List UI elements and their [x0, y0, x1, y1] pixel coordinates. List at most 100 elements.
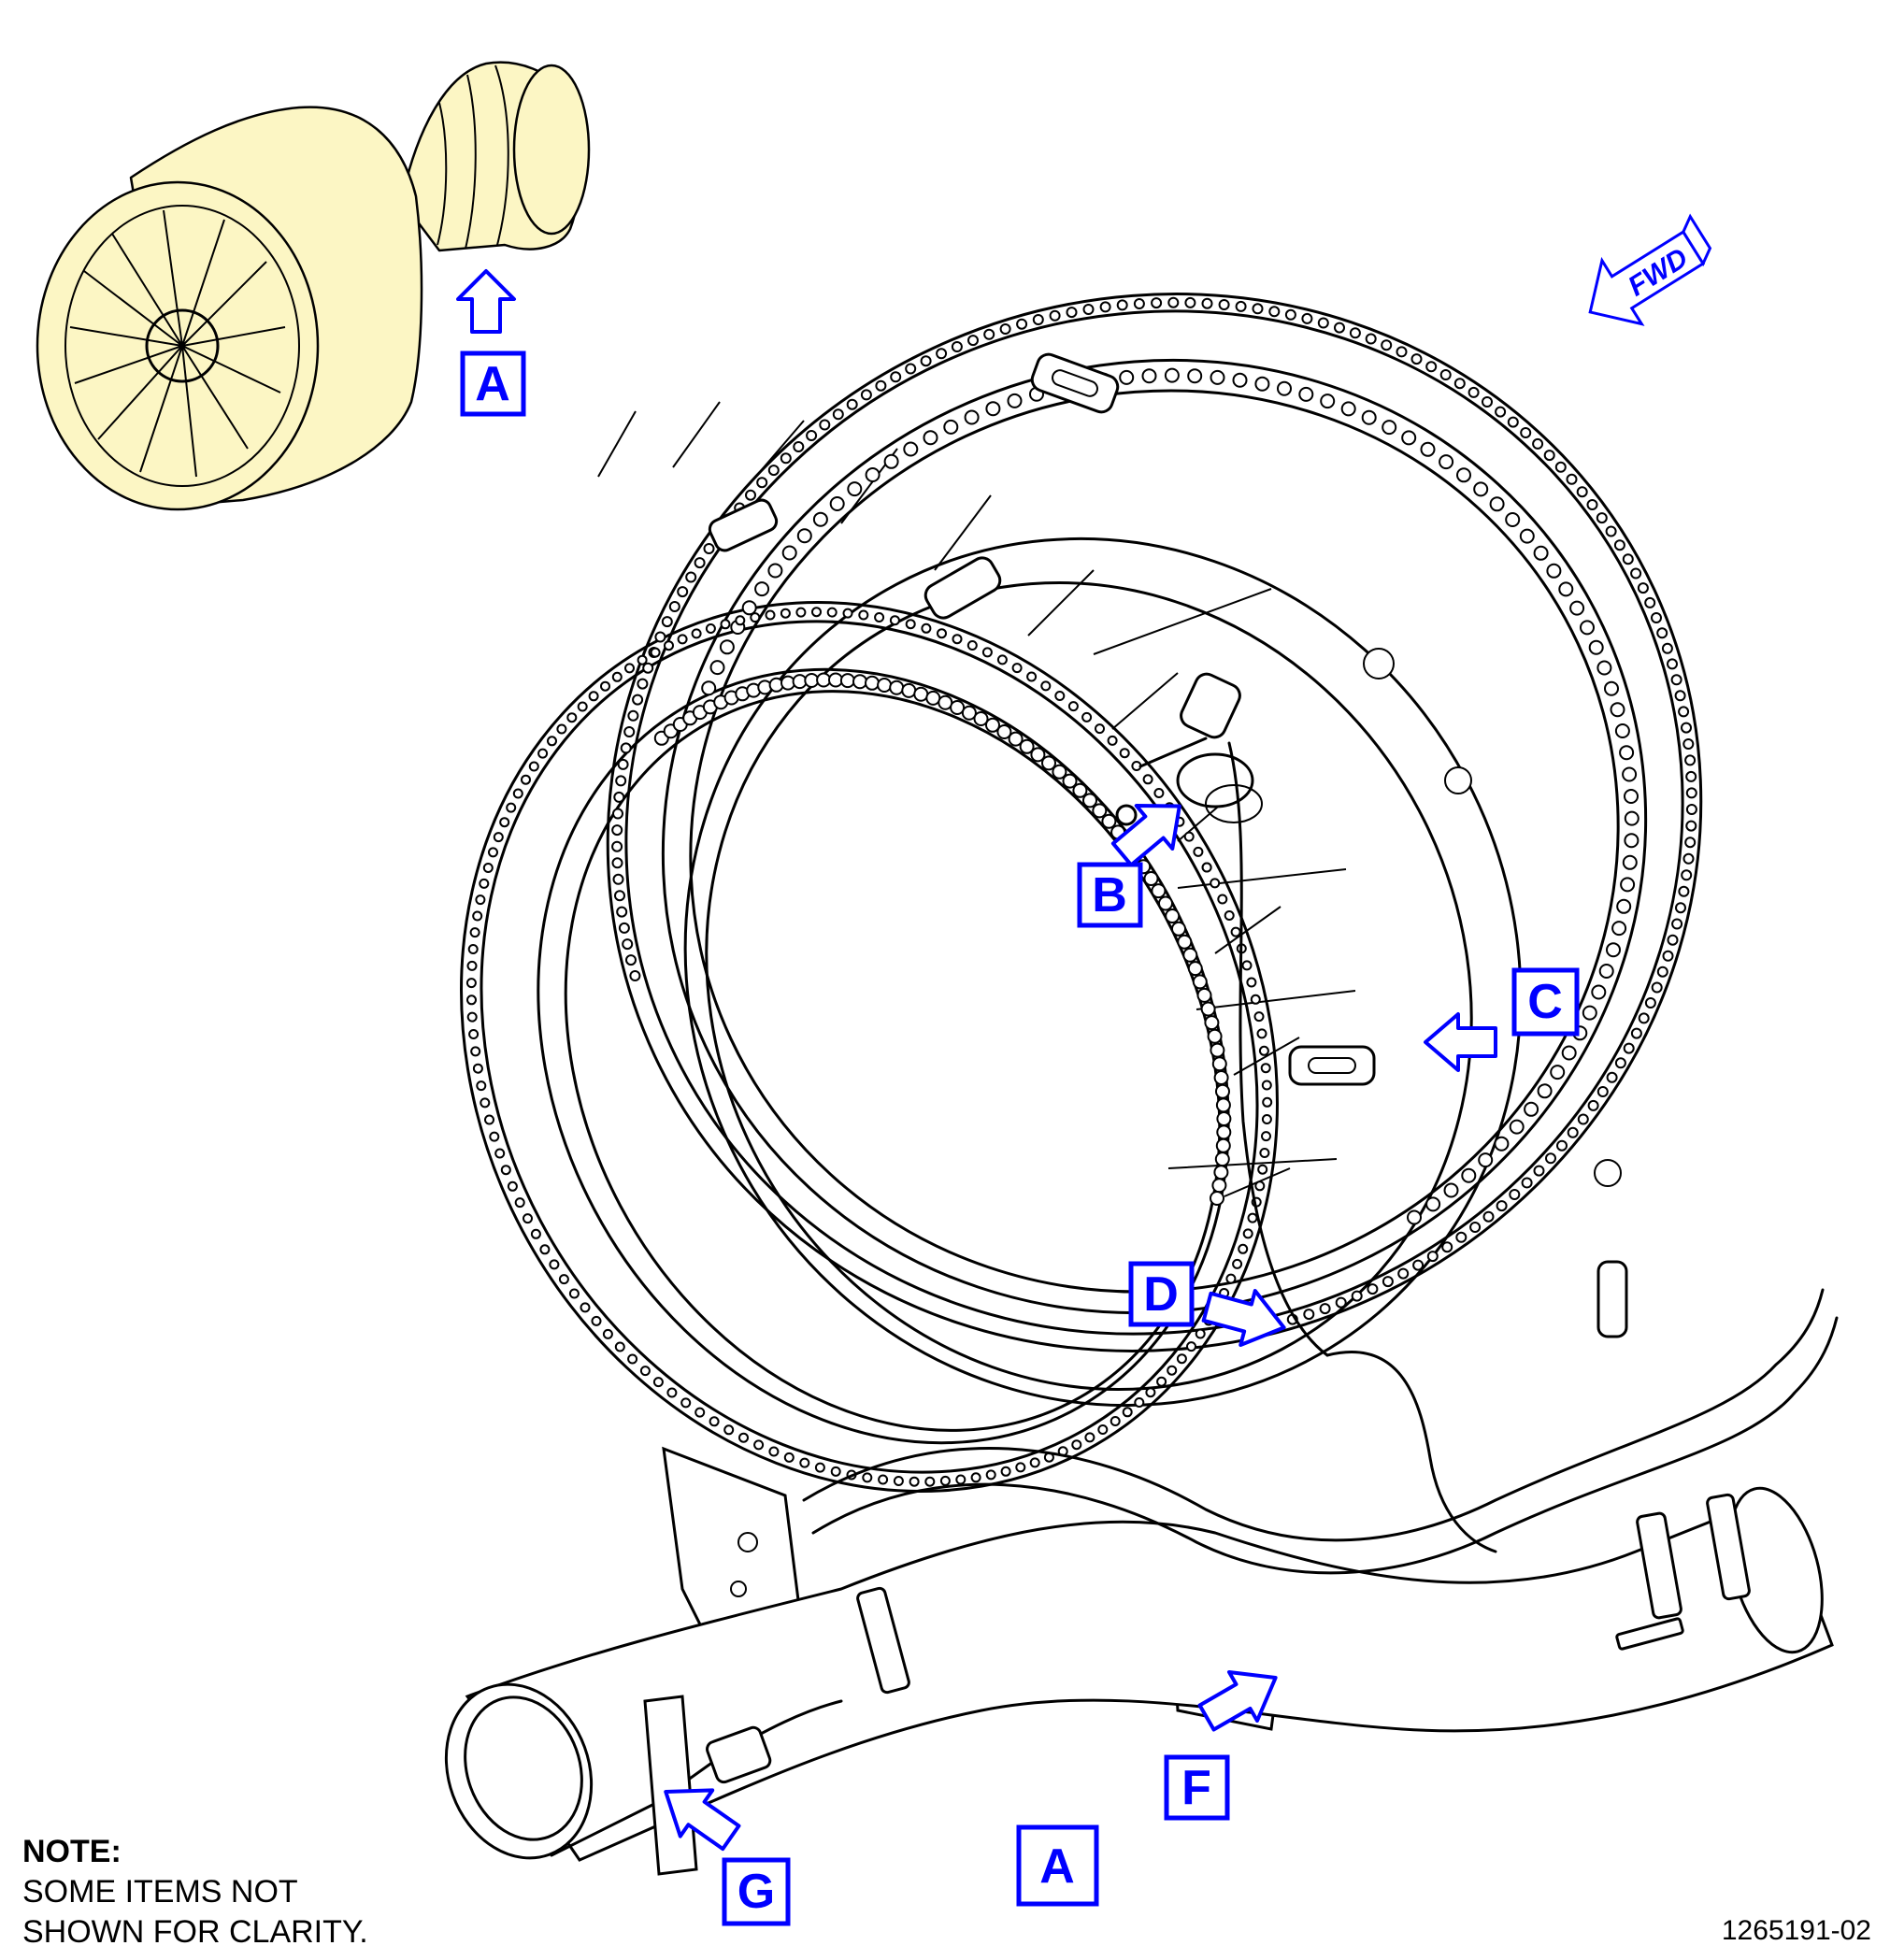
flange-hole	[1533, 545, 1549, 561]
callout-f[interactable]: F	[1164, 1754, 1230, 1821]
flange-hole	[719, 639, 735, 655]
flange-hole	[1015, 1462, 1026, 1473]
flange-hole	[1164, 367, 1180, 383]
flange-hole	[632, 694, 644, 706]
flange-hole	[1082, 793, 1097, 808]
flange-hole	[937, 628, 947, 639]
callout-c[interactable]: C	[1511, 967, 1580, 1037]
flange-hole	[1569, 600, 1585, 616]
flange-hole	[1067, 701, 1079, 712]
flange-hole	[1675, 902, 1686, 914]
flange-hole	[781, 545, 797, 561]
flange-hole	[1519, 528, 1535, 544]
flange-hole	[1613, 539, 1625, 551]
flange-hole	[1317, 317, 1329, 329]
flange-hole	[858, 609, 869, 621]
flange-hole	[1040, 680, 1052, 692]
flange-hole	[780, 608, 791, 619]
flange-hole	[1261, 1114, 1272, 1124]
callout-a-bottom[interactable]: A	[1016, 1824, 1099, 1907]
svg-text:A: A	[475, 357, 510, 411]
flange-hole	[530, 1228, 541, 1239]
flange-hole	[720, 619, 731, 630]
flange-hole	[1505, 512, 1521, 527]
flange-hole	[1684, 837, 1697, 849]
flange-hole	[484, 1114, 494, 1125]
svg-text:A: A	[1039, 1839, 1075, 1894]
flange-hole	[1619, 745, 1635, 761]
flange-hole	[967, 335, 979, 347]
flange-hole	[1622, 854, 1638, 870]
flange-hole	[1049, 309, 1061, 322]
flange-hole	[909, 1476, 920, 1487]
flange-hole	[637, 678, 649, 690]
flange-hole	[1624, 789, 1639, 804]
flange-hole	[839, 673, 855, 689]
flange-hole	[677, 634, 688, 645]
flange-hole	[1482, 396, 1493, 408]
callout-a-top[interactable]: A	[460, 351, 526, 417]
flange-hole	[680, 1397, 692, 1409]
callout-b[interactable]: B	[1077, 862, 1143, 928]
flange-hole	[1238, 1243, 1249, 1254]
flange-hole	[1685, 770, 1697, 782]
flange-hole	[1473, 481, 1489, 497]
flange-hole	[783, 1452, 795, 1463]
flange-hole	[1217, 894, 1228, 905]
flange-hole	[745, 489, 756, 501]
flange-hole	[1567, 1126, 1579, 1138]
flange-hole	[1258, 1045, 1269, 1056]
flange-hole	[860, 389, 872, 401]
flange-hole	[627, 1353, 638, 1365]
flange-hole	[1303, 1309, 1315, 1321]
flange-hole	[999, 323, 1011, 335]
flange-hole	[1153, 788, 1165, 798]
flange-hole	[650, 647, 661, 658]
flange-hole	[874, 612, 885, 622]
flange-hole	[1167, 1365, 1178, 1376]
flange-hole	[952, 634, 963, 645]
svg-text:G: G	[737, 1865, 775, 1919]
flange-hole	[1101, 813, 1117, 829]
flange-hole	[613, 791, 625, 803]
flange-hole	[806, 430, 818, 441]
flange-hole	[943, 419, 959, 435]
flange-hole	[652, 1377, 664, 1388]
flange-hole	[1577, 1113, 1589, 1125]
flange-hole	[1095, 723, 1105, 735]
flange-hole	[830, 1466, 841, 1477]
flange-hole	[1016, 318, 1028, 330]
flange-hole	[1261, 1080, 1272, 1091]
flange-hole	[1624, 810, 1639, 826]
flange-hole	[627, 709, 639, 722]
fan-blades	[69, 209, 286, 478]
flange-hole	[1195, 1328, 1206, 1339]
flange-hole	[1247, 1212, 1258, 1223]
flange-hole	[950, 700, 966, 715]
callout-arrows	[456, 269, 1497, 1852]
flange-hole	[1674, 690, 1686, 702]
callout-d[interactable]: D	[1128, 1261, 1195, 1327]
flange-hole	[1250, 994, 1261, 1005]
flange-hole	[1260, 1063, 1271, 1074]
flange-hole	[723, 1424, 735, 1436]
flange-hole	[1072, 782, 1088, 798]
flange-hole	[499, 817, 510, 828]
flange-hole	[1066, 307, 1078, 319]
flange-hole	[819, 419, 831, 431]
flange-hole	[701, 680, 717, 696]
flange-hole	[811, 607, 822, 618]
flange-hole	[1151, 297, 1163, 309]
flange-hole	[1193, 846, 1204, 857]
flange-hole	[1580, 620, 1595, 636]
flange-hole	[735, 615, 746, 626]
flange-hole	[639, 1366, 651, 1377]
callout-g[interactable]: G	[722, 1857, 791, 1926]
flange-hole	[1456, 467, 1471, 483]
arrow-c	[1424, 1012, 1497, 1072]
flange-hole	[1605, 525, 1617, 537]
flange-hole	[1011, 663, 1023, 674]
flange-hole	[1211, 1056, 1227, 1072]
flange-hole	[955, 1474, 966, 1485]
flange-hole	[1210, 878, 1221, 889]
